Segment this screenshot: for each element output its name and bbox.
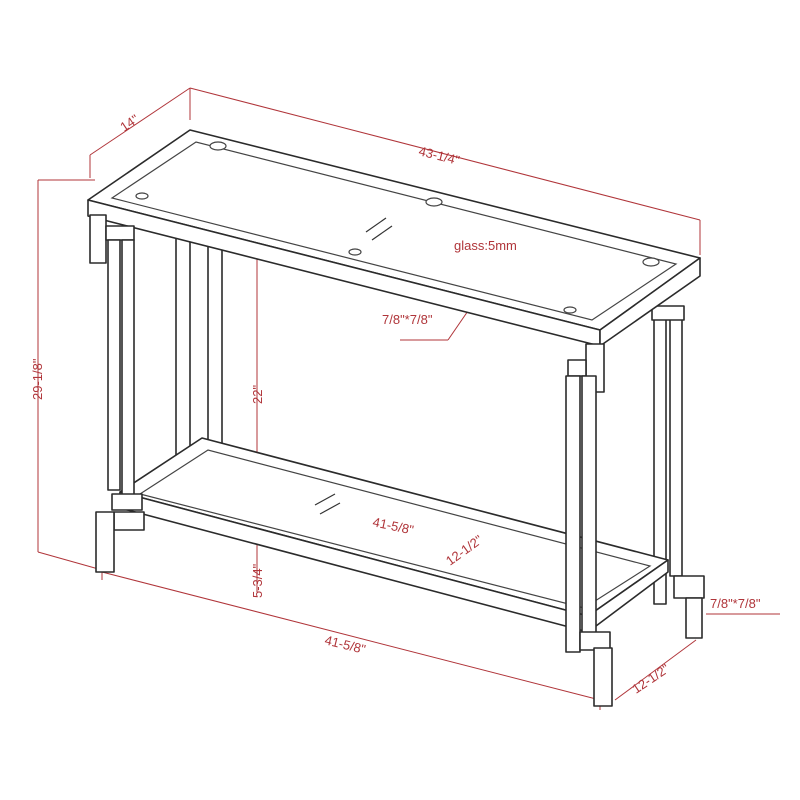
front-right-leg [565,343,613,707]
label-height-total: 29-1/8" [30,358,45,400]
back-right-leg [651,305,705,639]
label-leg-section: 7/8"*7/8" [710,596,761,611]
label-base-depth: 12-1/2" [629,661,672,697]
label-glass: glass:5mm [454,238,517,253]
table-top [87,129,701,347]
label-width-top: 43-1/4" [417,143,461,168]
front-left-leg [89,214,145,573]
label-height-under-top: 22" [250,385,265,404]
label-base-width: 41-5/8" [323,632,367,657]
label-top-section: 7/8"*7/8" [382,312,433,327]
label-shelf-height: 5-3/4" [250,563,265,598]
label-depth-top: 14" [117,111,142,134]
